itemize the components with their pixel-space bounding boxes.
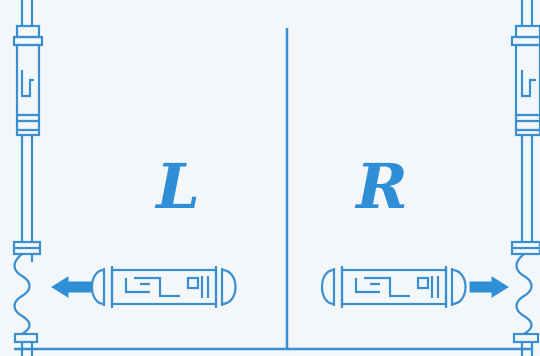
right-cable [510, 0, 540, 356]
arrow-left-icon [51, 276, 93, 298]
cable-connector-icon [91, 266, 237, 308]
left-cable [12, 0, 44, 356]
arrow-right-icon [469, 276, 509, 298]
left-label: L [154, 150, 200, 223]
cable-connector-icon [321, 266, 467, 308]
frame [14, 28, 532, 351]
right-label: R [354, 150, 408, 223]
